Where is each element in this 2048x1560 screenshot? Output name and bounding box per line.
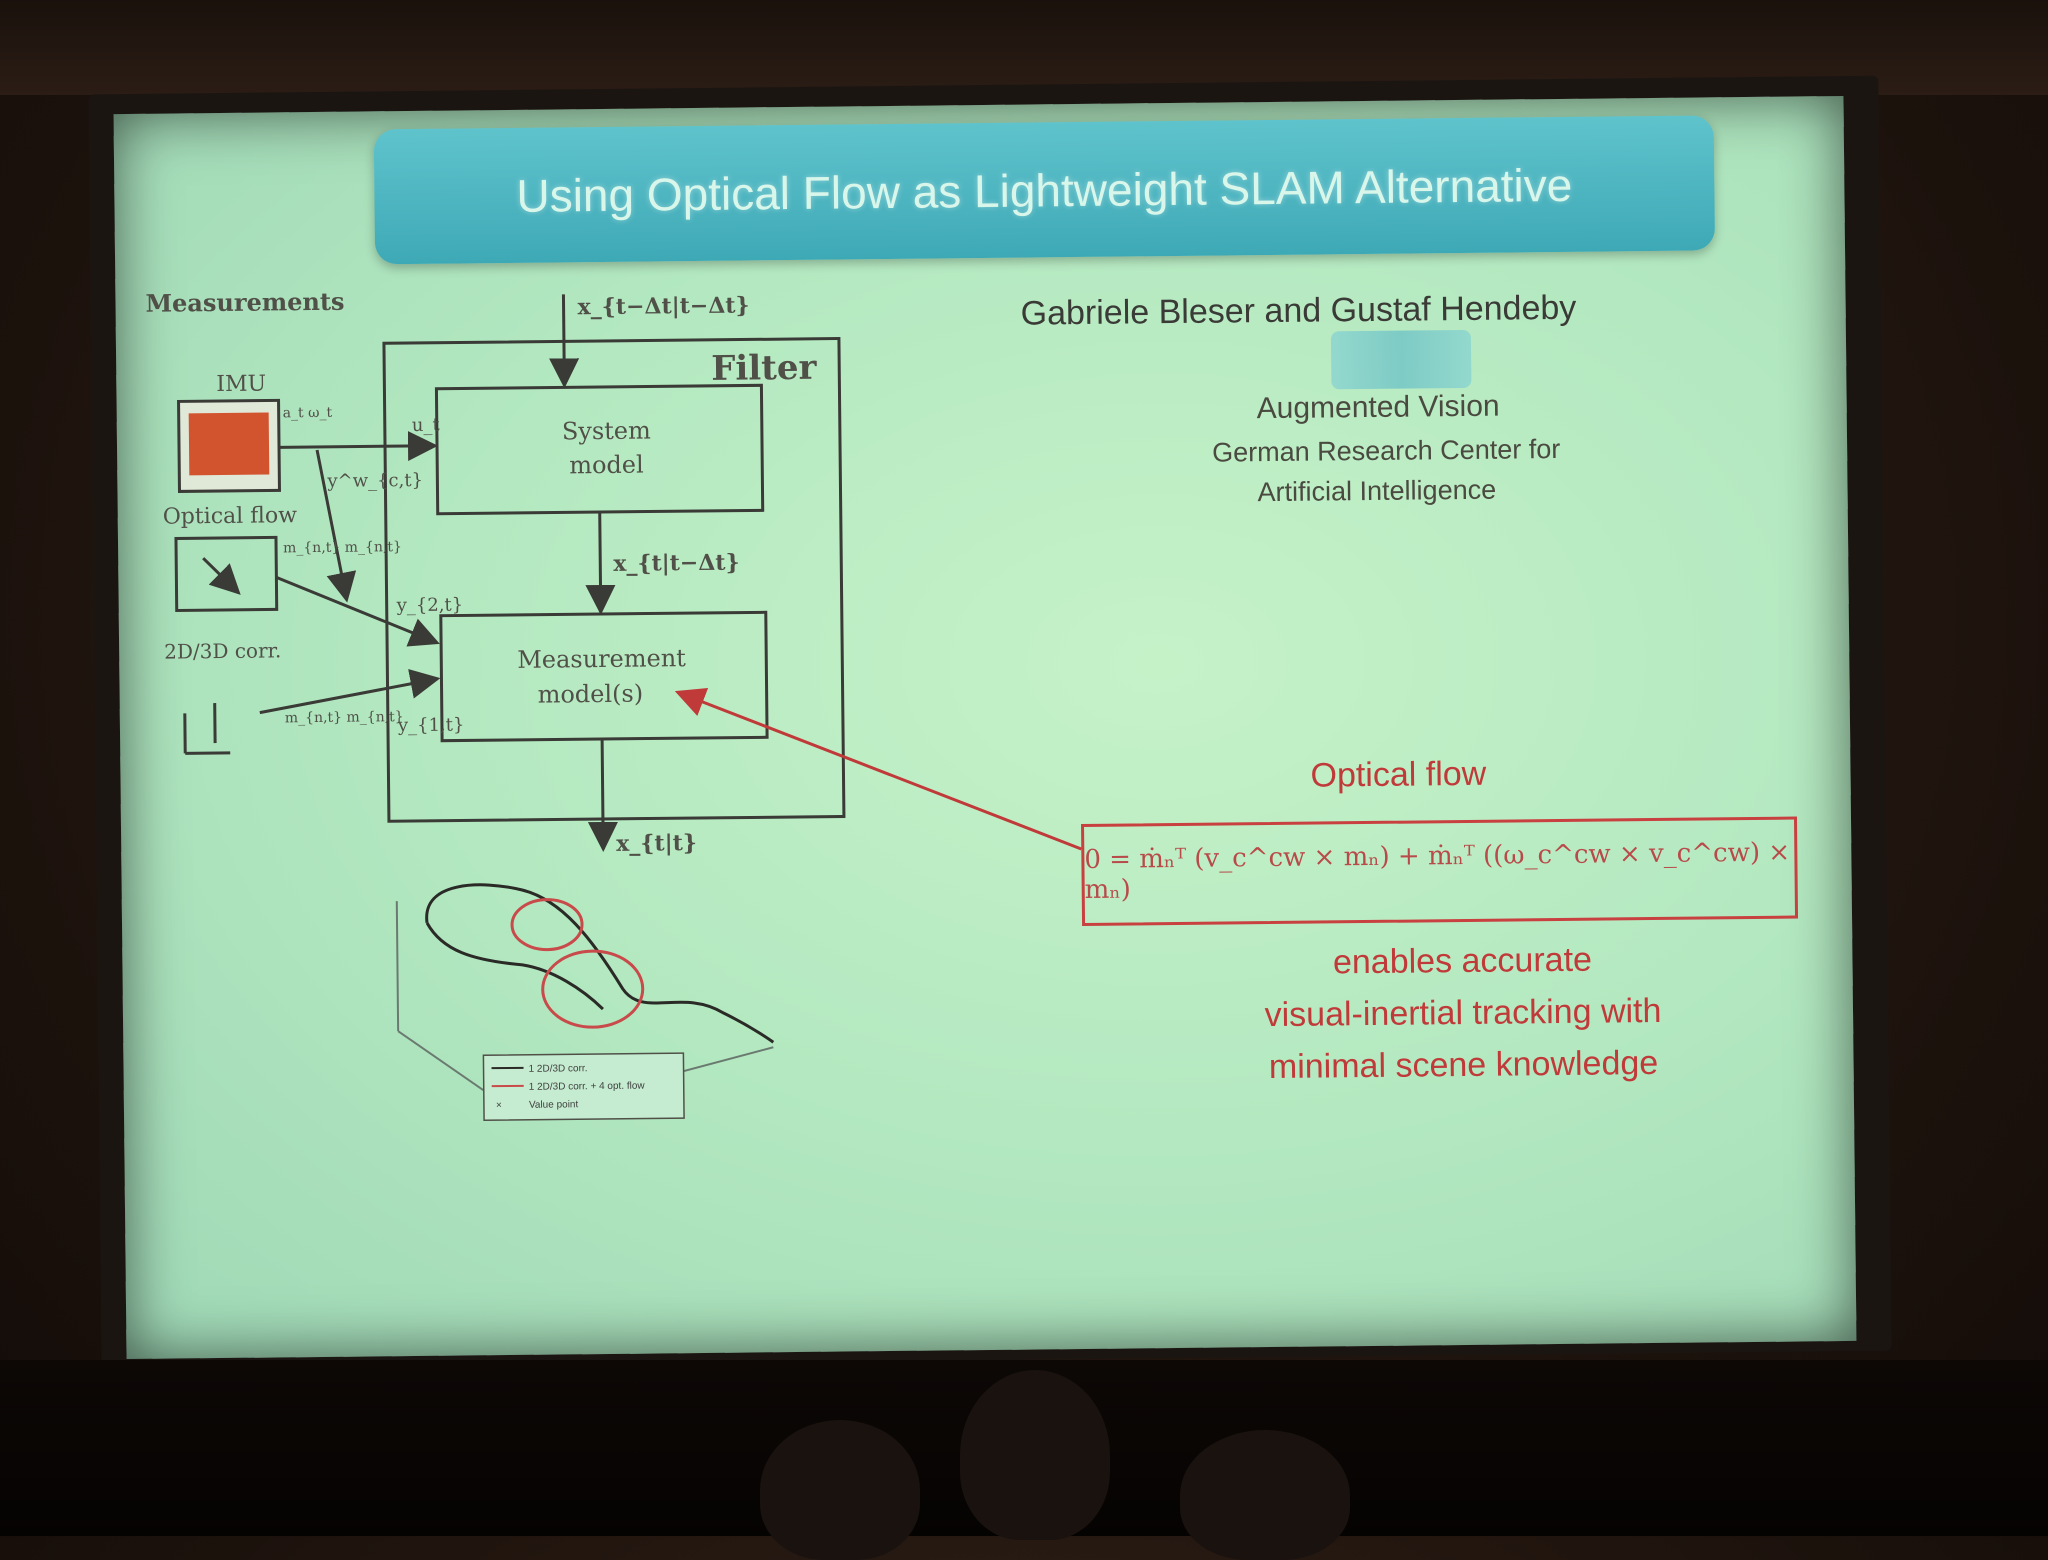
input-state-label: x_{t−Δt|t−Δt} [577,292,749,320]
trajectory-plot: 1 2D/3D corr. 1 2D/3D corr. + 4 opt. flo… [397,882,774,1121]
filter-label: Filter [711,348,818,389]
equation-pointer-arrow [678,688,1082,853]
predicted-state-label: x_{t|t−Δt} [613,550,740,577]
corr-label: 2D/3D corr. [164,638,281,663]
corr-signals: m_{n,t} m_{n,t} [285,709,404,726]
svg-text:×: × [496,1100,502,1111]
audience-head [760,1420,920,1560]
optical-flow-box [176,537,277,610]
measurement-model-box [441,612,767,740]
ycross-label: y^w_{c,t} [326,470,423,492]
audience-foreground [0,1360,2048,1536]
claim-text: enables accurate visual-inertial trackin… [1162,932,1764,1094]
legend-entry-3: Value point [529,1099,579,1111]
imu-signals: a_t ω_t [283,405,333,422]
output-state-label: x_{t|t} [616,830,697,857]
legend-entry-1: 1 2D/3D corr. [528,1063,587,1075]
flow-vector-icon [203,558,238,593]
optical-flow-equation: 0 = ṁₙᵀ (v_c^cw × mₙ) + ṁₙᵀ ((ω_c^cw × v… [1081,817,1798,926]
trajectory-curve-red [512,899,583,950]
imu-label: IMU [216,372,266,398]
system-model-line2: model [569,451,644,480]
filter-diagram: Measurements Filter System model Measure… [114,96,1857,1359]
measurement-model-line2: model(s) [537,680,643,709]
system-model-box [436,385,762,513]
flow-signals: m_{n,t} m_{n,t} [283,539,402,556]
y2-label: y_{2,t} [396,594,464,616]
audience-head [960,1370,1110,1540]
legend-entry-2: 1 2D/3D corr. + 4 opt. flow [529,1081,646,1093]
optical-flow-title: Optical flow [1310,755,1486,796]
claim-line-3: minimal scene knowledge [1163,1036,1764,1094]
projected-slide: Using Optical Flow as Lightweight SLAM A… [114,96,1857,1359]
measurements-label: Measurements [145,287,344,318]
u-label: u_t [412,415,441,436]
claim-line-1: enables accurate [1162,932,1763,990]
trajectory-curve-black [426,882,773,1046]
optical-flow-label: Optical flow [163,503,298,529]
claim-line-2: visual-inertial tracking with [1163,984,1764,1042]
filter-box [384,339,844,822]
y1-label: y_{1,t} [397,714,465,736]
audience-head [1180,1430,1350,1560]
measurement-model-line1: Measurement [517,644,686,674]
system-model-line1: System [562,416,651,445]
imu-device-icon [189,412,270,475]
